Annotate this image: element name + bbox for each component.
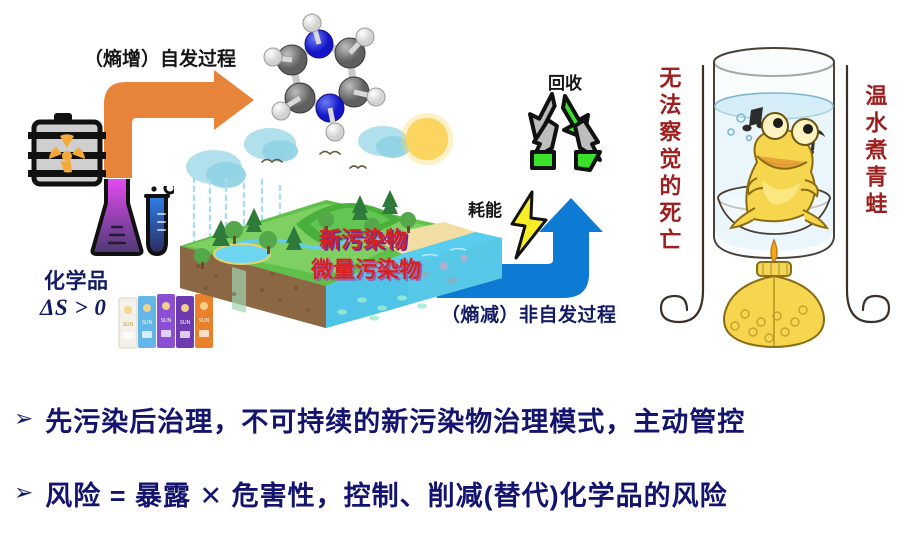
label-undetectable-death: 无法察觉的死亡 — [656, 66, 682, 255]
list-item: ➢ 先污染后治理，不可持续的新污染物治理模式，主动管控 — [14, 400, 745, 439]
svg-text:SUN: SUN — [161, 318, 172, 324]
molecule-ball-and-stick-icon — [263, 13, 386, 142]
hazard-barrel-icon — [28, 113, 106, 187]
test-tube-icon — [144, 186, 174, 256]
lightning-bolt-icon — [510, 190, 548, 260]
bullet-text: 风险 = 暴露 ✕ 危害性，控制、削减(替代)化学品的风险 — [45, 481, 728, 511]
recycle-symbol-icon — [528, 92, 602, 172]
bullet-arrow-icon: ➢ — [14, 480, 34, 506]
bullet-text: 先污染后治理，不可持续的新污染物治理模式，主动管控 — [45, 407, 746, 437]
cloud-icon — [262, 140, 298, 162]
cloud-icon — [206, 162, 246, 188]
bullet-list: ➢ 先污染后治理，不可持续的新污染物治理模式，主动管控 ➢ 风险 = 暴露 ✕ … — [0, 382, 909, 539]
label-entropy-increase: （熵增）自发过程 — [84, 49, 237, 70]
isometric-ecosystem-block-icon — [180, 190, 502, 328]
erlenmeyer-flask-icon — [90, 179, 144, 256]
birds-icon — [261, 150, 367, 170]
cloud-icon — [376, 136, 410, 158]
svg-text:SUN: SUN — [180, 320, 191, 326]
orange-elbow-arrow-icon — [104, 70, 254, 178]
sun-icon — [406, 118, 448, 160]
label-boiled-frog: 温水煮青蛙 — [862, 84, 888, 219]
svg-text:SUN: SUN — [123, 322, 134, 328]
label-delta-s: ΔS > 0 — [40, 295, 107, 320]
svg-text:SUN: SUN — [142, 320, 153, 326]
svg-text:SUN: SUN — [199, 318, 210, 324]
process-diagram: SUN SUN SUN SUN SUN — [28, 13, 617, 349]
label-new-pollutants: 新污染物 — [319, 227, 408, 252]
bullet-arrow-icon: ➢ — [14, 406, 34, 432]
boiling-frog-illustration — [659, 47, 891, 348]
label-recycle: 回收 — [548, 74, 582, 93]
boiling-frog-panel: 无法察觉的死亡 温水煮青蛙 — [645, 22, 903, 358]
sunscreen-tubes-icon: SUN SUN SUN SUN SUN — [118, 294, 213, 349]
label-trace-pollutants: 微量污染物 — [311, 257, 422, 282]
label-energy-consumption: 耗能 — [468, 201, 502, 220]
label-entropy-decrease: （熵减）非自发过程 — [441, 305, 617, 326]
list-item: ➢ 风险 = 暴露 ✕ 危害性，控制、削减(替代)化学品的风险 — [14, 474, 728, 513]
label-chemicals: 化学品 — [44, 270, 109, 293]
